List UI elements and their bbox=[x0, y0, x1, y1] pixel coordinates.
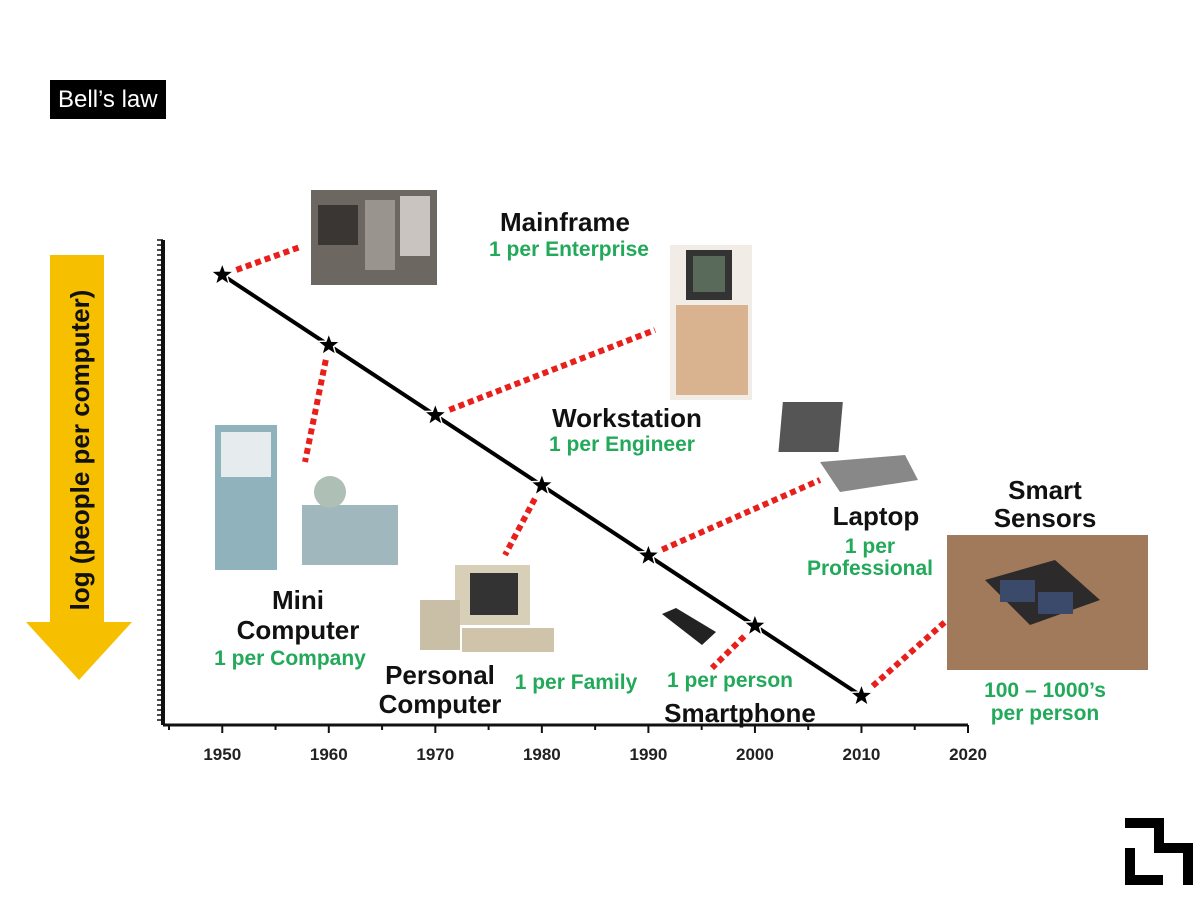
desc-sensors-2: per person bbox=[991, 702, 1100, 725]
connector-1950 bbox=[235, 244, 302, 273]
label-mini-1: Mini bbox=[272, 585, 324, 615]
smart-sensors-photo bbox=[947, 535, 1148, 670]
label-mainframe: Mainframe bbox=[500, 207, 630, 237]
mainframe-photo bbox=[311, 190, 437, 285]
data-point-star-1980 bbox=[528, 471, 556, 497]
chart-axes: 1950 1960 1970 1980 1990 2000 2010 2020 bbox=[157, 239, 987, 764]
data-point-star-2000 bbox=[741, 611, 769, 638]
connector-1980 bbox=[502, 497, 538, 557]
label-workstation: Workstation bbox=[552, 403, 702, 433]
desc-mainframe: 1 per Enterprise bbox=[489, 238, 649, 261]
desc-mini: 1 per Company bbox=[214, 647, 366, 670]
desc-sensors-1: 100 – 1000’s bbox=[984, 679, 1106, 702]
x-tick-label: 1970 bbox=[416, 745, 454, 764]
label-mini-2: Computer bbox=[237, 615, 360, 645]
x-tick-label: 1950 bbox=[203, 745, 241, 764]
data-point-star-2010 bbox=[848, 681, 875, 708]
y-axis-label: log (people per computer) bbox=[65, 290, 95, 611]
desc-smartphone: 1 per person bbox=[667, 669, 793, 692]
x-tick-label: 2000 bbox=[736, 745, 774, 764]
connector-1960 bbox=[302, 359, 329, 463]
brand-logo bbox=[1125, 818, 1193, 885]
x-tick-label: 2010 bbox=[843, 745, 881, 764]
slide-title: Bell’s law bbox=[50, 80, 166, 119]
connector-2010 bbox=[870, 619, 947, 689]
data-series bbox=[208, 260, 875, 708]
label-smartphone: Smartphone bbox=[664, 698, 816, 728]
laptop-photo bbox=[778, 402, 918, 492]
desc-pc: 1 per Family bbox=[515, 671, 638, 694]
desc-workstation: 1 per Engineer bbox=[549, 433, 695, 456]
label-sensors-2: Sensors bbox=[994, 503, 1097, 533]
connector-2000 bbox=[709, 634, 747, 671]
connector-1990 bbox=[660, 477, 822, 553]
smartphone-photo bbox=[662, 608, 716, 645]
desc-laptop-2: Professional bbox=[807, 557, 933, 580]
data-point-star-1990 bbox=[634, 541, 662, 568]
x-tick-label: 1980 bbox=[523, 745, 561, 764]
data-point-star-1970 bbox=[421, 401, 449, 427]
connectors bbox=[235, 244, 947, 689]
x-tick-label: 1960 bbox=[310, 745, 348, 764]
desc-laptop-1: 1 per bbox=[845, 535, 895, 558]
minicomputer-photo bbox=[215, 425, 398, 570]
connector-1970 bbox=[448, 327, 657, 413]
label-laptop: Laptop bbox=[833, 501, 920, 531]
data-point-star-1950 bbox=[208, 260, 236, 287]
x-tick-label: 2020 bbox=[949, 745, 987, 764]
label-pc-2: Computer bbox=[379, 689, 502, 719]
x-tick-label: 1990 bbox=[629, 745, 667, 764]
data-point-star-1960 bbox=[315, 330, 343, 357]
personal-computer-photo bbox=[420, 565, 554, 652]
label-pc-1: Personal bbox=[385, 660, 495, 690]
y-axis-arrow: log (people per computer) bbox=[26, 255, 132, 680]
workstation-photo bbox=[670, 245, 752, 400]
label-sensors-1: Smart bbox=[1008, 475, 1082, 505]
